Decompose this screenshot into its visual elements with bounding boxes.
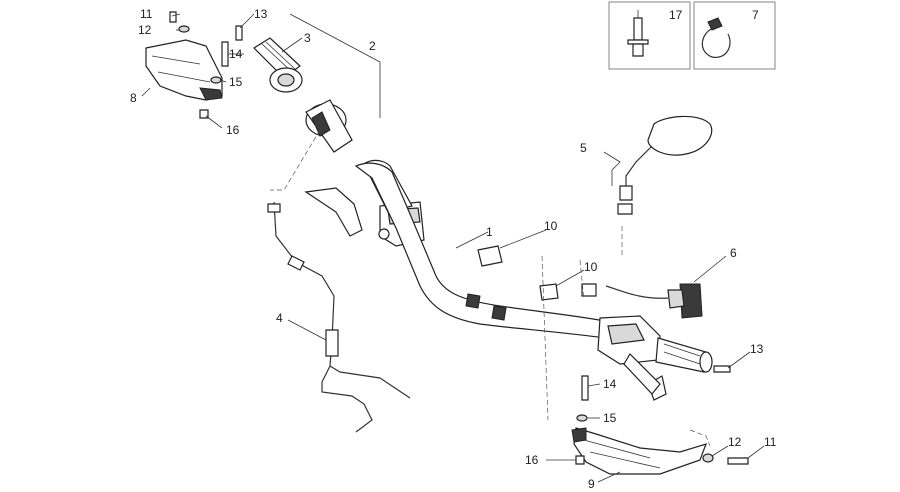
callout-10-lower: 10 bbox=[584, 260, 598, 274]
callout-16-left: 16 bbox=[226, 123, 240, 137]
right-hand-guard bbox=[571, 427, 707, 475]
bracket-2 bbox=[289, 13, 381, 118]
callout-14-right: 14 bbox=[603, 377, 617, 391]
right-guard-bolt-14 bbox=[581, 375, 589, 401]
callout-6: 6 bbox=[730, 246, 737, 260]
callout-10-upper: 10 bbox=[544, 219, 558, 233]
right-switch-assembly bbox=[597, 315, 667, 401]
callout-8: 8 bbox=[130, 91, 137, 105]
right-guard-washer-12 bbox=[702, 453, 714, 463]
callout-15-right: 15 bbox=[603, 411, 617, 425]
inset-clamp-box: 7 bbox=[693, 1, 776, 70]
cable-clamp-10b bbox=[539, 283, 559, 301]
cable-tie-icon bbox=[701, 17, 731, 58]
right-guard-screw-11 bbox=[727, 457, 749, 465]
alignment-line-guard bbox=[689, 429, 711, 447]
inset-rivet-box: 17 bbox=[608, 1, 691, 70]
rivet-icon bbox=[627, 10, 649, 57]
callout-2: 2 bbox=[369, 39, 376, 53]
throttle-grip-assembly bbox=[270, 99, 353, 191]
left-grip bbox=[253, 37, 303, 93]
callout-12-left: 12 bbox=[138, 23, 152, 37]
handlebar bbox=[354, 162, 651, 345]
left-guard-washer-12 bbox=[178, 25, 190, 33]
right-grip bbox=[655, 337, 713, 373]
callout-leaders bbox=[141, 13, 765, 483]
callout-13-right: 13 bbox=[750, 342, 764, 356]
left-guard-bolt-14 bbox=[221, 41, 229, 67]
left-hand-guard bbox=[145, 39, 223, 101]
left-guard-screw-11 bbox=[169, 11, 177, 23]
callout-1: 1 bbox=[486, 225, 493, 239]
callout-5: 5 bbox=[580, 141, 587, 155]
alignment-lines bbox=[541, 226, 623, 421]
left-guard-bolt-13 bbox=[235, 25, 243, 41]
callout-11-left: 11 bbox=[140, 7, 153, 21]
cable-clamp-10a bbox=[477, 245, 503, 267]
throttle-cable bbox=[267, 201, 411, 433]
right-guard-spacer-15 bbox=[576, 414, 588, 422]
callout-3: 3 bbox=[304, 31, 311, 45]
bracket-5 bbox=[603, 151, 621, 186]
callout-14-left: 14 bbox=[229, 47, 243, 61]
callout-15-left: 15 bbox=[229, 75, 243, 89]
left-guard-spacer-15 bbox=[210, 76, 222, 84]
right-guard-nut-16 bbox=[575, 455, 585, 465]
callout-12-right: 12 bbox=[728, 435, 742, 449]
callout-9: 9 bbox=[588, 477, 595, 491]
callout-17: 17 bbox=[669, 8, 683, 22]
rear-mirror bbox=[617, 115, 713, 215]
callout-7: 7 bbox=[752, 8, 759, 22]
switch-6 bbox=[581, 283, 703, 319]
callout-13-left: 13 bbox=[254, 7, 268, 21]
bar-end-bolt-13 bbox=[713, 365, 731, 373]
callout-16-right: 16 bbox=[525, 453, 539, 467]
callout-11-right: 11 bbox=[764, 435, 777, 449]
callout-4: 4 bbox=[276, 311, 283, 325]
